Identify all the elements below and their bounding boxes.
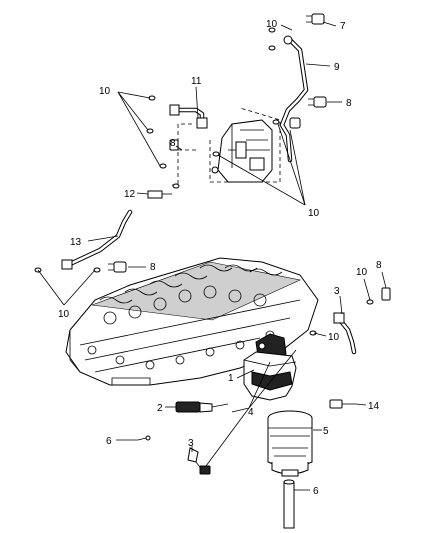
callout-4: 4 — [248, 407, 254, 418]
screw-6 — [137, 435, 151, 441]
fuel-filter-head — [243, 333, 297, 401]
fitting-12 — [147, 190, 172, 199]
callout-10-lower-left: 10 — [58, 309, 70, 320]
banjo-bolts — [108, 13, 391, 301]
water-in-fuel-sensor — [175, 401, 229, 413]
callout-8-upper-left: 8 — [170, 138, 176, 149]
bolt-14 — [329, 399, 356, 409]
leader-lines — [37, 21, 387, 491]
callout-6: 6 — [106, 436, 112, 447]
callout-3-lower: 3 — [188, 438, 194, 449]
callout-labels: 10 7 9 8 11 10 8 12 10 13 8 10 8 10 3 10… — [58, 19, 382, 497]
fuel-line-right-short — [333, 312, 357, 355]
callout-2: 2 — [157, 403, 163, 414]
heater-element — [187, 447, 211, 475]
callout-12: 12 — [124, 189, 136, 200]
callout-10-far-right: 10 — [356, 267, 368, 278]
callout-13: 13 — [70, 237, 82, 248]
callout-10-right-group: 10 — [308, 208, 320, 219]
callout-14: 14 — [368, 401, 380, 412]
callout-8-mid-left: 8 — [150, 262, 156, 273]
callout-8-right: 8 — [346, 98, 352, 109]
callout-1: 1 — [228, 373, 234, 384]
callout-10-upper-left: 10 — [99, 86, 111, 97]
drain-tube — [283, 479, 295, 529]
callout-10-mid-right: 10 — [328, 332, 340, 343]
upper-filter-housing — [209, 107, 281, 183]
fuel-line-9 — [279, 35, 309, 163]
callout-9: 9 — [334, 62, 340, 73]
callout-8-far-right: 8 — [376, 260, 382, 271]
callout-5: 5 — [323, 426, 329, 437]
callout-10-top-right: 10 — [266, 19, 278, 30]
callout-11: 11 — [191, 76, 202, 87]
fuel-filter-element — [267, 410, 313, 477]
callout-3-right: 3 — [334, 286, 340, 297]
callout-7: 6 — [313, 486, 319, 497]
callout-8-top-right: 7 — [340, 21, 346, 32]
